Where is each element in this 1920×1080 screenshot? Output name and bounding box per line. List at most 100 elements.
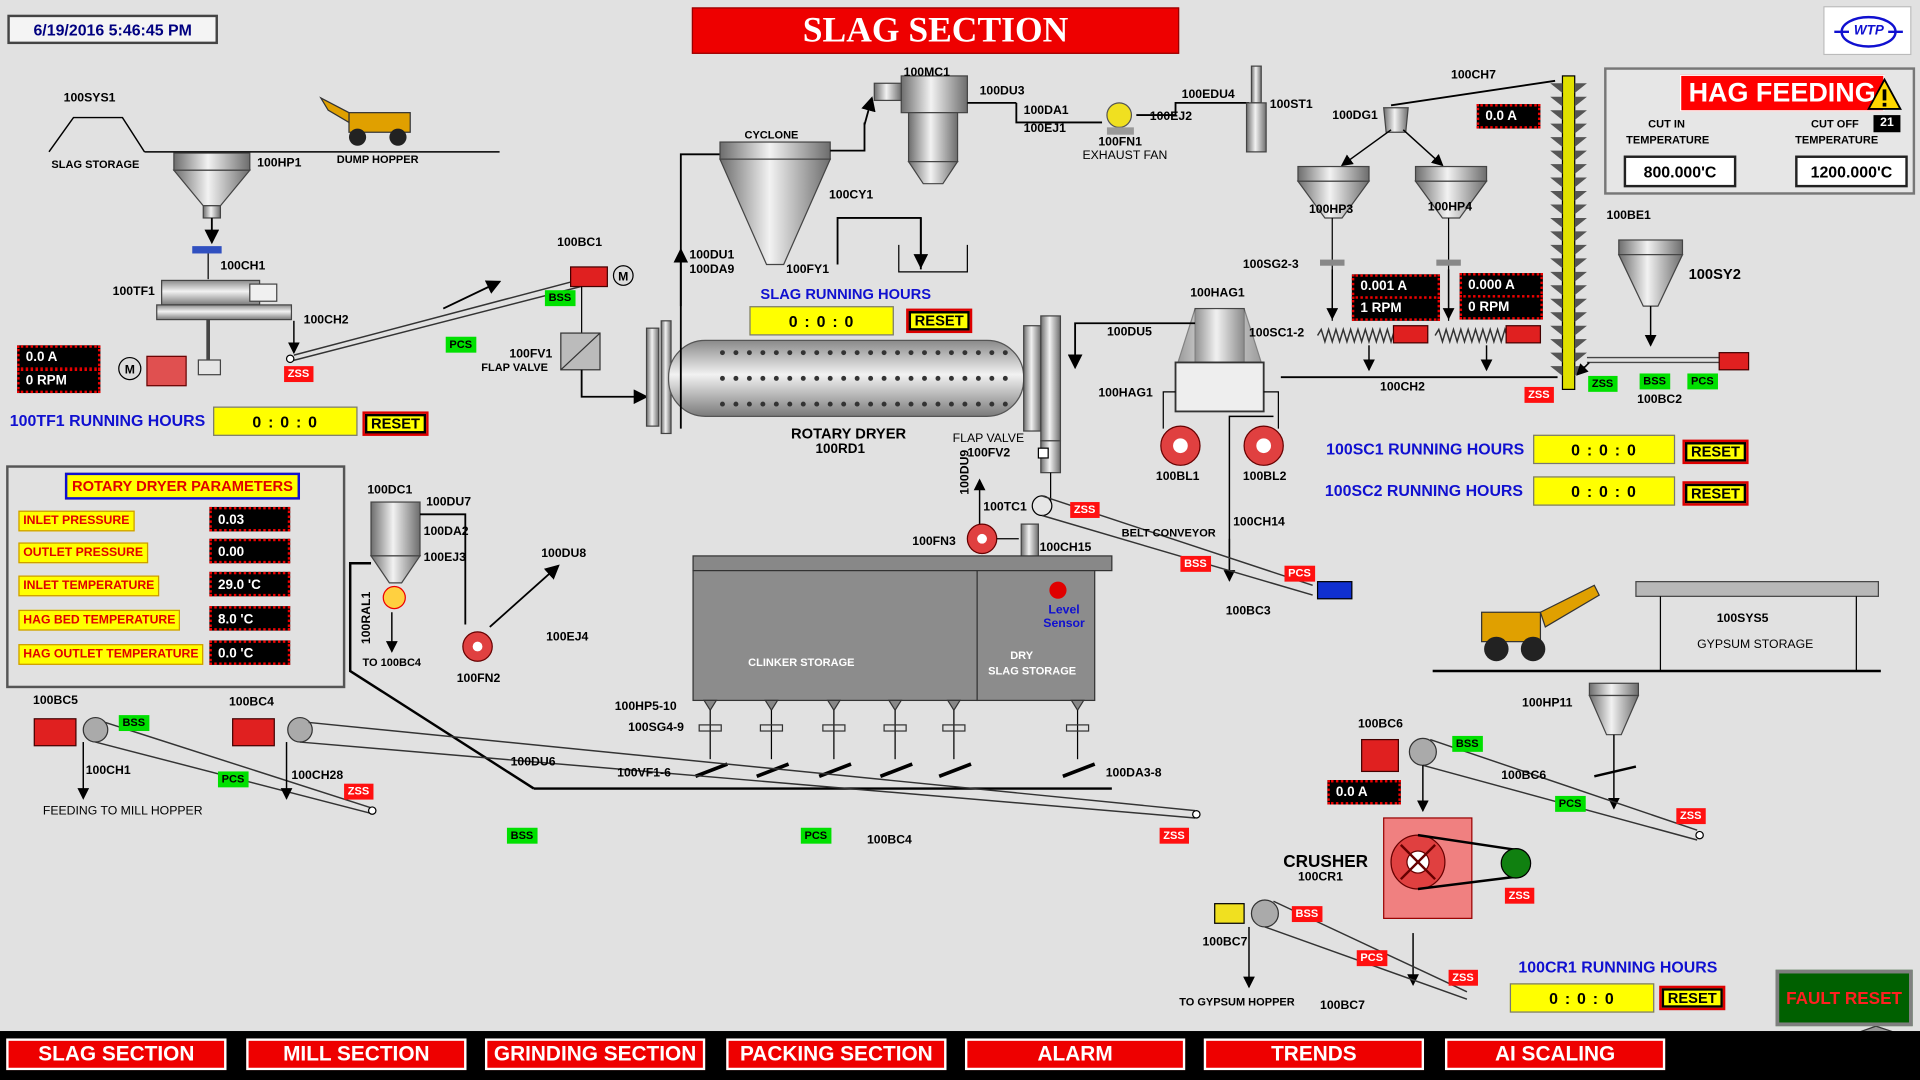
sc1-drive-icon (1392, 325, 1429, 344)
dryer-rivet (814, 350, 820, 356)
label-100tf1: 100TF1 (112, 285, 155, 299)
dryer-rivet (895, 375, 901, 381)
slag-reset-button[interactable]: RESET (906, 308, 973, 334)
outlet-pressure-label: OUTLET PRESSURE (18, 542, 148, 564)
label-to-gypsum-hopper: TO GYPSUM HOPPER (1179, 995, 1295, 1008)
dryer-rivet (881, 350, 887, 356)
label-100dg1: 100DG1 (1332, 108, 1378, 123)
sc2-reset-button[interactable]: RESET (1682, 481, 1749, 506)
cr1-reset-button[interactable]: RESET (1659, 985, 1726, 1011)
dryer-rivet (975, 375, 981, 381)
bss-tag: BSS (1639, 373, 1670, 390)
zss-tag: ZSS (1159, 827, 1189, 844)
dryer-rivet (881, 375, 887, 381)
elevator-bucket (1550, 150, 1563, 161)
label-100ch7: 100CH7 (1451, 68, 1496, 83)
pcs-tag: PCS (445, 336, 476, 353)
bss-tag: BSS (1452, 735, 1483, 752)
label-100da9: 100DA9 (689, 263, 735, 277)
label-100hag1: 100HAG1 (1098, 386, 1153, 401)
label-100hp5-10: 100HP5-10 (614, 700, 677, 714)
bss-tag: BSS (506, 827, 537, 844)
label-flap-valve: FLAP VALVE (481, 361, 548, 374)
label-slag-storage: SLAG STORAGE (51, 157, 140, 171)
elevator-bucket (1550, 258, 1563, 269)
dryer-rivet (895, 401, 901, 407)
pcs-tag: PCS (217, 771, 248, 788)
fault-reset-button[interactable]: FAULT RESET (1775, 969, 1913, 1027)
elevator-bucket (1574, 258, 1587, 269)
hag-bed-temperature-value: 8.0 'C (209, 606, 291, 631)
storage-outlet (694, 699, 729, 779)
dryer-rivet (787, 350, 793, 356)
label-clinker-storage: CLINKER STORAGE (748, 656, 855, 669)
hag-outlet-temperature-value: 0.0 'C (209, 640, 291, 665)
label-100dc1: 100DC1 (367, 483, 413, 498)
label-100sys1: 100SYS1 (63, 91, 116, 106)
nav-alarm[interactable]: ALARM (963, 1037, 1187, 1072)
hag-feeding-panel: HAG FEEDING 21 CUT IN TEMPERATURE CUT OF… (1604, 67, 1916, 195)
sc1-running-hours-display: 0 : 0 : 0 (1533, 434, 1676, 465)
label-100du1: 100DU1 (689, 248, 735, 263)
elevator-bucket (1550, 191, 1563, 201)
dryer-rivet (868, 350, 874, 356)
storage-outlet (879, 699, 913, 779)
label-100sys5: 100SYS5 (1716, 612, 1769, 626)
nav-packing-section[interactable]: PACKING SECTION (724, 1037, 948, 1072)
label-100sy2: 100SY2 (1688, 265, 1741, 283)
pcs-tag: PCS (800, 827, 831, 844)
elevator-bucket (1574, 298, 1587, 309)
dryer-rivet (935, 350, 941, 356)
tf1-reset-button[interactable]: RESET (362, 411, 429, 436)
nav-ai-scaling[interactable]: AI SCALING (1443, 1037, 1667, 1072)
elevator-bucket (1550, 164, 1563, 174)
nav-mill-section[interactable]: MILL SECTION (244, 1037, 468, 1072)
bag-filter-100mc1 (873, 75, 968, 185)
rotary-dryer-100rd1 (645, 315, 1062, 442)
label-100sc1-2: 100SC1-2 (1248, 326, 1305, 341)
company-logo: WTP (1823, 6, 1912, 56)
page-title: SLAG SECTION (691, 7, 1180, 54)
nav-slag-section[interactable]: SLAG SECTION (4, 1037, 228, 1072)
label-100ch14: 100CH14 (1233, 515, 1285, 529)
label-100sg4-9: 100SG4-9 (628, 721, 684, 735)
elevator-bucket (1574, 339, 1587, 349)
dryer-rivet (922, 401, 927, 407)
label-100hp1: 100HP1 (257, 156, 302, 171)
svg-text:M: M (125, 362, 135, 376)
exhaust-fan-icon (1106, 102, 1133, 128)
elevator-bucket (1550, 366, 1563, 376)
bc6-current-display: 0.0 A (1327, 780, 1401, 805)
nav-grinding-section[interactable]: GRINDING SECTION (483, 1037, 707, 1072)
elevator-bucket (1574, 150, 1587, 161)
elevator-bucket (1574, 244, 1587, 255)
dryer-rivet (760, 401, 766, 407)
hopper-100hp4 (1414, 165, 1488, 219)
zss-tag: ZSS (1448, 969, 1478, 986)
zss-tag: ZSS (1504, 887, 1534, 904)
label-100ch1b: 100CH1 (85, 764, 131, 778)
dryer-rivet (975, 350, 981, 356)
rotary-dryer-parameters-panel: ROTARY DRYER PARAMETERS INLET PRESSURE 0… (6, 465, 346, 689)
bc4-drive-icon (232, 718, 275, 747)
cut-off-temperature-field[interactable]: 1200.000'C (1795, 155, 1908, 188)
sc1-reset-button[interactable]: RESET (1682, 439, 1749, 465)
label-100cy1: 100CY1 (828, 188, 874, 203)
warning-icon (1867, 77, 1902, 110)
cut-in-temperature-field[interactable]: 800.000'C (1623, 155, 1737, 188)
sc2-current-display: 0.000 A (1459, 273, 1543, 298)
crusher-motor-icon (1500, 847, 1532, 879)
slag-storage-pile (48, 116, 146, 153)
dryer-rivet (746, 401, 752, 407)
nav-trends[interactable]: TRENDS (1202, 1037, 1426, 1072)
hot-air-generator-100hag1 (1174, 307, 1265, 413)
elevator-bucket (1574, 191, 1587, 201)
label-to-100bc4: TO 100BC4 (362, 656, 422, 669)
elevator-bucket (1550, 339, 1563, 349)
label-100fn2: 100FN2 (456, 672, 501, 686)
hag-badge: 21 (1873, 115, 1901, 133)
dryer-rivet (841, 375, 847, 381)
tf1-running-hours-label: 100TF1 RUNNING HOURS (9, 411, 206, 430)
elevator-bucket (1550, 271, 1563, 282)
label-100hp3: 100HP3 (1308, 203, 1354, 217)
